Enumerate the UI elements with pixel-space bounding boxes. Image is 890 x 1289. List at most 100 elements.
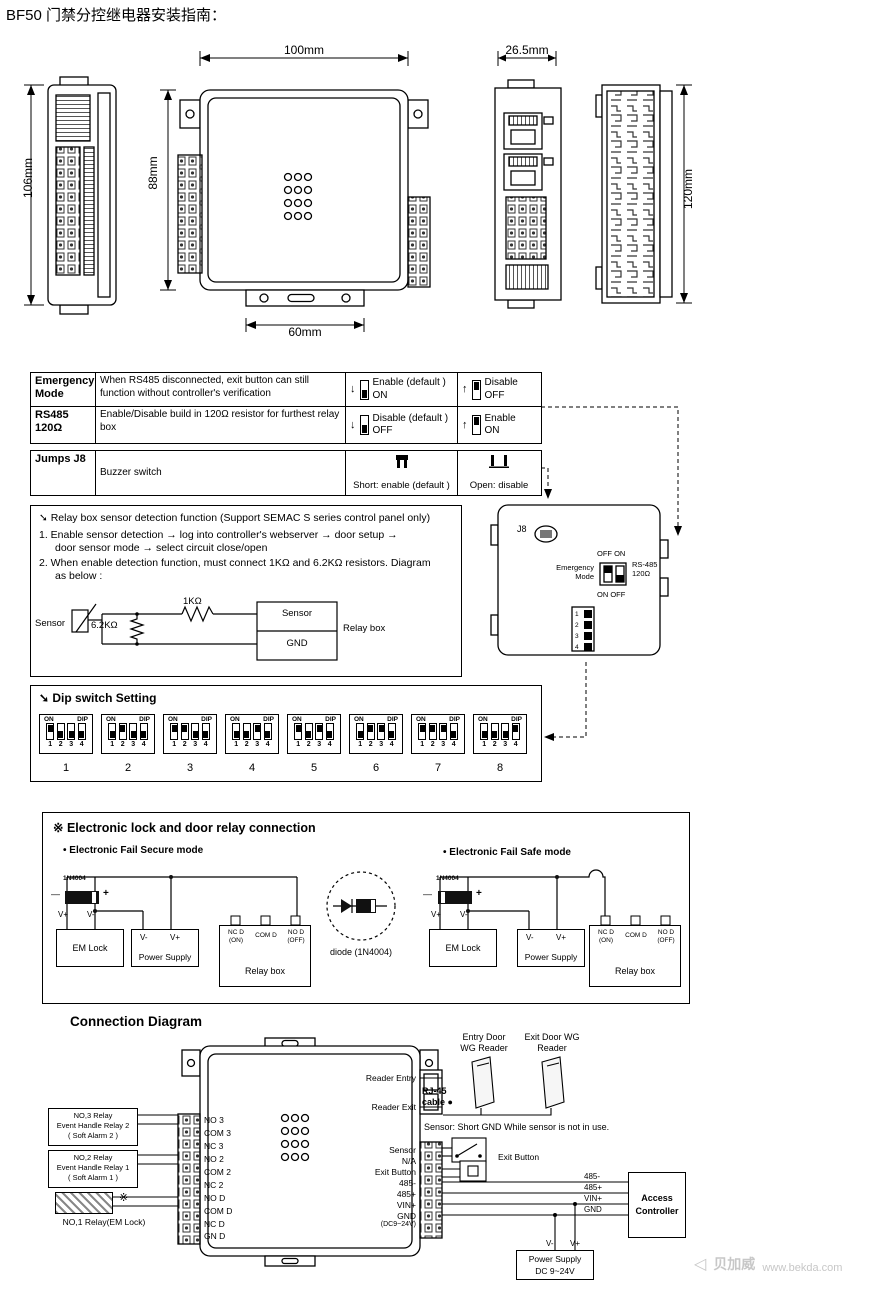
minus-label: —: [51, 889, 60, 899]
dip-lever: [129, 723, 138, 740]
relay1-line2: Event Handle Relay 1: [56, 1163, 130, 1173]
row-description: When RS485 disconnected, exit button can…: [95, 373, 345, 406]
terminal-label: NO 2: [204, 1154, 224, 1164]
option-cell: ↓ Enable (default ) ON: [345, 373, 457, 406]
rs485-120-label: RS-485 120Ω: [632, 560, 658, 579]
dip-address-label: 2: [124, 762, 132, 774]
option-state: OFF: [372, 425, 393, 436]
em-lock-label: EM Lock: [445, 943, 481, 953]
dim-label-26-5mm: 26.5mm: [505, 43, 549, 57]
dimension-88mm: [160, 89, 176, 291]
table-row-jumps-j8: Jumps J8 Buzzer switch Short: enable (de…: [31, 451, 541, 495]
dip-lever: [180, 723, 189, 740]
emergency-mode-label: Emergency Mode: [556, 563, 594, 582]
psu-vplus-label: V+: [570, 1239, 581, 1248]
dashed-connectors: [541, 406, 682, 741]
nc-state-label: (ON): [598, 936, 614, 944]
v-minus-label: V-: [140, 933, 148, 942]
row-description: Enable/Disable build in 120Ω resistor fo…: [95, 407, 345, 443]
dip-lever: [377, 723, 386, 740]
power-supply-label: Power Supply: [138, 952, 192, 962]
dip-lever: [118, 723, 127, 740]
bus-label: VIN+: [584, 1194, 603, 1203]
dip-setting-title: ➘ Dip switch Setting: [39, 691, 157, 705]
dimension-106mm: [24, 84, 44, 306]
access-controller-line1: Access: [641, 1193, 673, 1204]
relay1-line1: NO,2 Relay: [73, 1153, 113, 1162]
em-lock-label: EM Lock: [72, 943, 108, 953]
em-lock-box: EM Lock: [429, 929, 497, 967]
dip-lever: [253, 723, 262, 740]
relay-box: NC D(ON) COM D NO D(OFF) Relay box: [219, 925, 311, 987]
option-text: Short: enable (default ): [353, 480, 450, 492]
terminal-label: Reader Exit: [371, 1102, 416, 1112]
entry-reader-label: Entry Door WG Reader: [460, 1032, 508, 1054]
terminal-label: GN D: [204, 1231, 226, 1241]
dip-address-label: 5: [310, 762, 318, 774]
bus-label: 485-: [584, 1172, 601, 1181]
arrow-down-icon: ↓: [350, 418, 356, 431]
minus-label: —: [423, 889, 432, 899]
sensor-box-line2: door sensor mode → select circuit close/…: [55, 542, 268, 554]
lock-wiring: [65, 869, 671, 941]
relay-box-label: Relay box: [614, 966, 656, 976]
sensor-label: Sensor: [35, 618, 66, 629]
relay2-line2: Event Handle Relay 2: [56, 1121, 130, 1131]
exit-reader-label: Exit Door WG Reader: [524, 1032, 580, 1054]
vent-holes: [283, 172, 313, 221]
dimension-26-5mm: [497, 51, 557, 66]
dip-address-label: 7: [434, 762, 442, 774]
relay2-line3: ( Soft Alarm 2 ): [67, 1131, 118, 1141]
option-text: Enable: [484, 412, 516, 424]
relay2-box: NO,3 Relay Event Handle Relay 2 ( Soft A…: [48, 1108, 138, 1146]
dip-lever-icon: [359, 379, 369, 400]
arrow-up-icon: ↑: [462, 418, 468, 431]
row-name: Emergency Mode: [35, 375, 95, 400]
rear-panel-diagram: [490, 504, 669, 656]
no-label: NO D: [657, 929, 675, 936]
option-text: Disable (default ): [372, 412, 449, 424]
fail-secure-subtitle: Electronic Fail Secure mode: [63, 845, 203, 856]
dip-address-label: 6: [372, 762, 380, 774]
option-text: Open: disable: [469, 480, 529, 492]
connection-wires: [112, 1056, 628, 1250]
diode-part-label: 1N4004: [63, 875, 86, 882]
on-off-label: ON OFF: [597, 590, 626, 599]
exit-button-label: Exit Button: [498, 1152, 540, 1162]
terminal-label: NC 3: [204, 1141, 224, 1151]
relay-box-label: Relay box: [343, 623, 386, 634]
sensor-box-title: ➘ Relay box sensor detection function (S…: [39, 512, 431, 524]
off-on-label: OFF ON: [597, 549, 626, 558]
lock-connection-box: ※ Electronic lock and door relay connect…: [42, 812, 690, 1004]
option-cell: Short: enable (default ): [345, 451, 457, 495]
dim-label-106mm: 106mm: [21, 158, 35, 199]
dip-address-label: 1: [62, 762, 70, 774]
bus-label: GND: [584, 1205, 602, 1214]
v-minus-label: V-: [526, 933, 534, 942]
v-plus-label: V+: [556, 933, 567, 942]
watermark-logo-icon: ◁: [694, 1256, 707, 1273]
connection-diagram-title: Connection Diagram: [70, 1014, 203, 1029]
sensor-box-line1: 1. Enable sensor detection → log into co…: [39, 529, 398, 541]
dip-lever: [294, 723, 303, 740]
v-plus-label: V+: [170, 933, 181, 942]
rj45-cable-label: RJ-45 cable ●: [422, 1086, 466, 1109]
row-name: Jumps J8: [35, 453, 86, 465]
sensor-detection-box: ➘ Relay box sensor detection function (S…: [30, 505, 462, 677]
nc-label: NC D: [598, 929, 614, 936]
dip-lever: [356, 723, 365, 740]
option-cell: ↑ Enable ON: [457, 407, 540, 443]
power-supply-box: Power Supply DC 9~24V: [516, 1250, 594, 1280]
dip-lever: [418, 723, 427, 740]
access-controller-box: Access Controller: [628, 1172, 686, 1238]
terminal-label: NC D: [204, 1219, 225, 1229]
device-drawings: [24, 51, 692, 332]
plus-label: +: [476, 888, 482, 899]
dip-lever-icon: [471, 415, 481, 435]
dim-label-60mm: 60mm: [288, 325, 322, 339]
